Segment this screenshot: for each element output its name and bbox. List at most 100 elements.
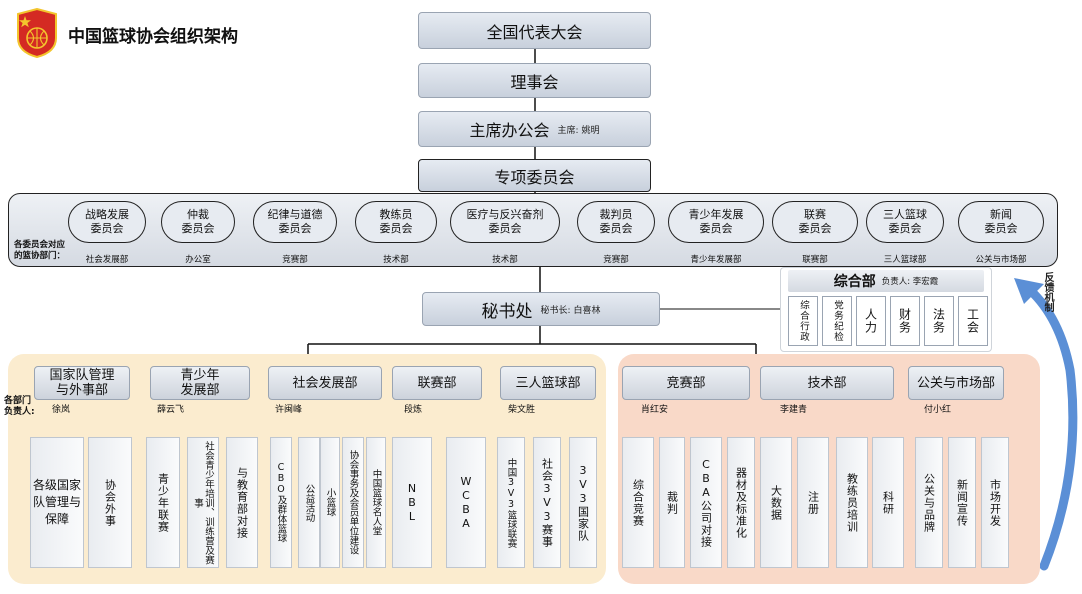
chair-office-note: 主席: 姚明 [557, 125, 600, 136]
committee-dept: 联赛部 [802, 255, 828, 265]
secretariat-note: 秘书长: 白喜林 [540, 305, 601, 316]
committee-name: 战略发展委员会 [85, 208, 129, 235]
sub-unit: CBO及群体篮球 [270, 437, 292, 568]
sub-unit: 中国3V3篮球联赛 [497, 437, 525, 568]
department-7: 技术部 [760, 366, 894, 400]
dept-leader-caption: 各部门负责人: [4, 396, 35, 417]
sub-unit: 青少年联赛 [146, 437, 180, 568]
committee-dept-caption: 各委员会对应的篮协部门： [14, 240, 66, 261]
cba-logo-icon [17, 8, 57, 58]
committee-name: 青少年发展委员会 [688, 208, 744, 235]
committee-4: 教练员委员会 [355, 201, 437, 243]
committee-name: 新闻委员会 [984, 208, 1018, 235]
committee-3: 纪律与道德委员会 [253, 201, 337, 243]
feedback-arrowhead-icon [1014, 278, 1044, 304]
department-leader: 段炼 [404, 405, 423, 415]
sub-unit: 器材及标准化 [727, 437, 755, 568]
committee-dept: 竞赛部 [282, 255, 308, 265]
secretariat-label: 秘书处 [481, 301, 533, 322]
department-leader: 柴文胜 [508, 405, 536, 415]
sub-unit: 大数据 [760, 437, 792, 568]
chair-office-box: 主席办公会 主席: 姚明 [418, 111, 651, 147]
sub-unit: 教练员培训 [836, 437, 868, 568]
department-leader: 付小红 [924, 405, 952, 415]
committee-2: 仲裁委员会 [161, 201, 235, 243]
sub-unit: 科研 [872, 437, 904, 568]
congress-label: 全国代表大会 [486, 22, 583, 42]
sub-unit: 社会3V3赛事 [533, 437, 561, 568]
feedback-arrow-icon [1025, 285, 1078, 571]
committee-7: 青少年发展委员会 [668, 201, 764, 243]
committee-9: 三人篮球委员会 [866, 201, 944, 243]
committee-name: 医疗与反兴奋剂委员会 [466, 208, 544, 235]
sub-unit: 社会青少年培训、训练营及赛事 [187, 437, 219, 568]
department-5: 三人篮球部 [500, 366, 596, 400]
committee-5: 医疗与反兴奋剂委员会 [450, 201, 560, 243]
committee-dept: 办公室 [185, 255, 211, 265]
special-committee-label: 专项委员会 [494, 167, 575, 187]
general-affairs-unit: 人力 [856, 296, 886, 346]
secretariat-box: 秘书处 秘书长: 白喜林 [422, 292, 660, 326]
council-box: 理事会 [418, 63, 651, 98]
department-6: 竞赛部 [622, 366, 750, 400]
committee-dept: 竞赛部 [603, 255, 629, 265]
general-affairs-unit: 综合行政 [788, 296, 818, 346]
sub-unit: 中国篮球名人堂 [366, 437, 386, 568]
committee-8: 联赛委员会 [772, 201, 858, 243]
org-title: 中国篮球协会组织架构 [68, 27, 238, 47]
committee-10: 新闻委员会 [958, 201, 1044, 243]
department-name: 青少年发展部 [180, 368, 220, 398]
sub-unit: WCBA [446, 437, 486, 568]
general-affairs-title: 综合部 [833, 274, 876, 290]
chair-office-label: 主席办公会 [469, 121, 550, 140]
sub-unit: 综合竞赛 [622, 437, 654, 568]
sub-unit: 协会外事 [88, 437, 132, 568]
sub-unit: 各级国家队管理与保障 [30, 437, 84, 568]
general-affairs-header: 综合部 负责人: 李宏霞 [788, 270, 984, 292]
committee-6: 裁判员委员会 [577, 201, 655, 243]
committee-dept: 技术部 [492, 255, 518, 265]
department-name: 社会发展部 [292, 375, 358, 391]
committee-name: 联赛委员会 [798, 208, 832, 235]
sub-unit: 裁判 [659, 437, 685, 568]
special-committee-box: 专项委员会 [418, 159, 651, 192]
general-affairs-unit: 工会 [958, 296, 988, 346]
congress-box: 全国代表大会 [418, 12, 651, 49]
sub-unit: NBL [392, 437, 432, 568]
department-4: 联赛部 [392, 366, 482, 400]
committee-1: 战略发展委员会 [68, 201, 146, 243]
department-1: 国家队管理与外事部 [34, 366, 130, 400]
sub-unit: 新闻宣传 [948, 437, 976, 568]
department-name: 竞赛部 [666, 375, 706, 391]
department-2: 青少年发展部 [150, 366, 250, 400]
sub-unit: 公益活动 [298, 437, 320, 568]
council-label: 理事会 [510, 72, 559, 92]
general-affairs-unit: 党务纪检 [822, 296, 852, 346]
department-leader: 肖红安 [641, 405, 669, 415]
sub-unit: 小篮球 [320, 437, 340, 568]
general-affairs-leader: 负责人: 李宏霞 [881, 277, 939, 287]
department-name: 三人篮球部 [515, 375, 581, 391]
committee-name: 仲裁委员会 [181, 208, 215, 235]
sub-unit: 注册 [797, 437, 829, 568]
sub-unit: 市场开发 [981, 437, 1009, 568]
department-8: 公关与市场部 [908, 366, 1004, 400]
committee-dept: 社会发展部 [85, 255, 129, 265]
department-leader: 许闽峰 [275, 405, 303, 415]
feedback-label: 反馈机制 [1042, 272, 1053, 312]
department-3: 社会发展部 [268, 366, 382, 400]
department-leader: 李建青 [780, 405, 808, 415]
sub-unit: 与教育部对接 [226, 437, 258, 568]
department-leader: 徐岚 [52, 405, 71, 415]
sub-unit: 公关与品牌 [915, 437, 943, 568]
sub-unit: CBA公司对接 [690, 437, 722, 568]
sub-unit: 3V3国家队 [569, 437, 597, 568]
department-name: 公关与市场部 [916, 375, 995, 391]
committee-dept: 公关与市场部 [975, 255, 1027, 265]
department-name: 国家队管理与外事部 [49, 368, 115, 398]
committee-dept: 技术部 [383, 255, 409, 265]
committee-dept: 三人篮球部 [883, 255, 927, 265]
department-name: 技术部 [807, 375, 847, 391]
general-affairs-unit: 财务 [890, 296, 920, 346]
